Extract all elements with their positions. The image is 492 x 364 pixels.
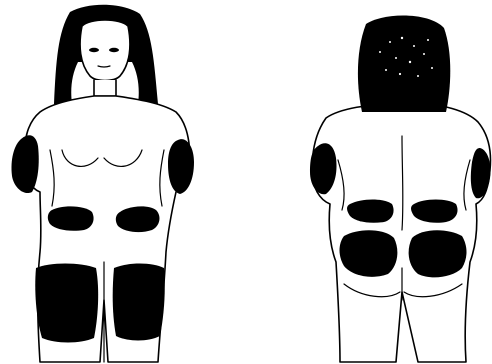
- front-neck: [94, 80, 116, 96]
- front-left-eye: [89, 48, 99, 52]
- front-site-thigh-left: [35, 264, 98, 343]
- back-site-buttock-left: [340, 230, 398, 277]
- back-body: [312, 104, 491, 362]
- back-site-upper-arm-right: [471, 148, 491, 198]
- front-site-thigh-right: [113, 264, 165, 341]
- back-figure: [310, 15, 491, 362]
- back-site-buttock-right: [409, 230, 467, 277]
- back-hair: [358, 15, 450, 112]
- front-site-upper-arm-right: [168, 139, 194, 194]
- front-site-abdomen-left: [48, 206, 94, 230]
- front-right-eye: [109, 48, 119, 52]
- front-figure: [11, 5, 194, 362]
- front-site-upper-arm-left: [11, 135, 38, 193]
- front-face: [80, 20, 130, 81]
